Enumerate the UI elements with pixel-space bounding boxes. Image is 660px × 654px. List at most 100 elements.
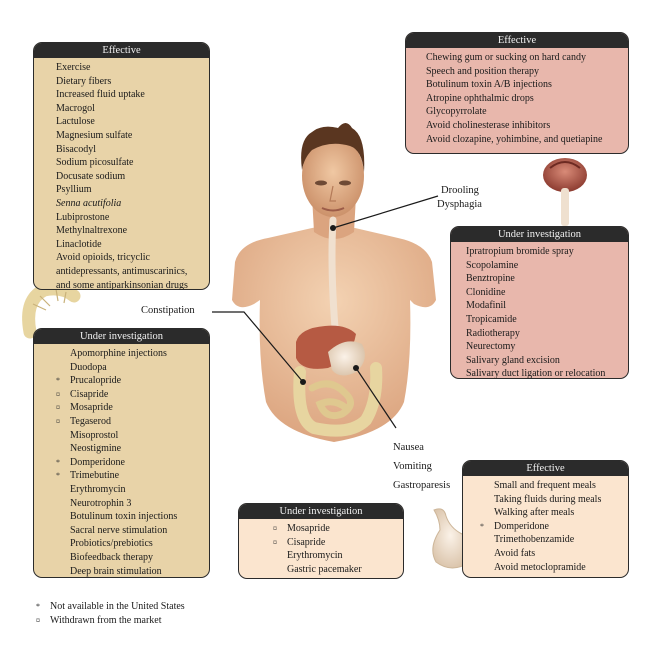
list-item: Sodium picosulfate xyxy=(56,156,209,170)
list-item-text: Benztropine xyxy=(466,273,515,285)
list-item: Speech and position therapy xyxy=(426,65,628,79)
list-item-text: Linaclotide xyxy=(56,238,102,250)
list-item: ¤Mosapride xyxy=(56,401,209,415)
list-item-text: Cisapride xyxy=(287,536,326,548)
list-item-text: Small and frequent meals xyxy=(494,480,596,491)
list-item-text: Neostigmine xyxy=(70,443,122,455)
list-item: Docusate sodium xyxy=(56,170,209,184)
list-item-text: Cisapride xyxy=(70,388,109,400)
legend-not-available-text: Not available in the United States xyxy=(50,601,185,612)
list-item: Dietary fibers xyxy=(56,75,209,89)
list-item-text: Glycopyrrolate xyxy=(426,106,487,118)
list-item: Radiotherapy xyxy=(466,327,628,341)
dysphagia-label: Dysphagia xyxy=(437,199,482,210)
asterisk-marker: * xyxy=(480,521,484,531)
list-item: Avoid cholinesterase inhibitors xyxy=(426,119,628,133)
list-item-text: Apomorphine injections xyxy=(70,348,167,359)
list-item: Psyllium xyxy=(56,183,209,197)
legend-not-available: * Not available in the United States xyxy=(36,601,185,612)
list-item-text: Scopolamine xyxy=(466,259,519,271)
list-item: Neurectomy xyxy=(466,340,628,354)
constipation-investigation-box: Under investigation Apomorphine injectio… xyxy=(33,328,210,578)
list-item: Chewing gum or sucking on hard candy xyxy=(426,51,628,65)
list-item-text: Sacral nerve stimulation xyxy=(70,524,168,536)
head xyxy=(302,135,364,217)
list-item: Glycopyrrolate xyxy=(426,105,628,119)
list-item-text: Probiotics/prebiotics xyxy=(70,538,153,550)
list-item-text: Botulinum toxin injections xyxy=(70,511,178,523)
legend-withdrawn-text: Withdrawn from the market xyxy=(50,615,162,626)
list-item: Tropicamide xyxy=(466,313,628,327)
colon-segment xyxy=(22,282,81,339)
list-item: Avoid opioids, tricyclic xyxy=(56,251,209,265)
drooling-label: Drooling xyxy=(441,185,479,196)
list-item-text: Prucalopride xyxy=(70,375,122,387)
list-item-text: Psyllium xyxy=(56,184,92,196)
withdrawn-marker: ¤ xyxy=(36,616,40,625)
list-item: Lubiprostone xyxy=(56,211,209,225)
list-item-text: Neurectomy xyxy=(466,341,516,353)
list-item-text: Avoid opioids, tricyclic xyxy=(56,252,150,264)
list-item: antidepressants, antimuscarinics, xyxy=(56,265,209,279)
list-item: Scopolamine xyxy=(466,259,628,273)
withdrawn-marker: ¤ xyxy=(56,389,60,399)
list-item-text: Lactulose xyxy=(56,116,95,128)
list-item: Duodopa xyxy=(70,361,209,375)
list-item: Salivary gland excision xyxy=(466,354,628,368)
hair xyxy=(301,123,365,172)
list-item: Methylnaltrexone xyxy=(56,224,209,238)
gastro-effective-header: Effective xyxy=(463,461,628,476)
list-item-text: Increased fluid uptake xyxy=(56,89,145,101)
list-item: ¤ Cisapride xyxy=(56,388,209,402)
list-item-text: Senna acutifolia xyxy=(56,197,122,209)
drooling-connector xyxy=(332,195,439,229)
list-item: Benztropine xyxy=(466,272,628,286)
list-item-text: Avoid clozapine, yohimbine, and quetiapi… xyxy=(426,133,603,145)
list-item: Neostigmine xyxy=(70,442,209,456)
list-item-text: Salivary gland excision xyxy=(466,354,560,366)
list-item-text: Clonidine xyxy=(466,286,506,298)
throat-illustration xyxy=(543,158,587,192)
list-item-text: Trimebutine xyxy=(70,470,120,482)
list-item: Biofeedback therapy xyxy=(70,551,209,565)
list-item-text: Ipratropium bromide spray xyxy=(466,246,574,257)
list-item-text: Modafinil xyxy=(466,300,506,312)
list-item-text: Dietary fibers xyxy=(56,75,112,87)
constipation-investigation-header: Under investigation xyxy=(34,329,209,344)
list-item: Increased fluid uptake xyxy=(56,88,209,102)
list-item: Avoid fats xyxy=(494,547,628,561)
constipation-connector xyxy=(212,311,304,383)
list-item: Magnesium sulfate xyxy=(56,129,209,143)
legend-withdrawn: ¤ Withdrawn from the market xyxy=(36,615,162,626)
drooling-investigation-box: Under investigation Ipratropium bromide … xyxy=(450,226,629,379)
asterisk-marker: * xyxy=(36,602,40,611)
esophagus xyxy=(328,216,340,344)
list-item: Sacral nerve stimulation xyxy=(70,524,209,538)
colon xyxy=(293,362,383,437)
list-item: Trimethobenzamide xyxy=(494,533,628,547)
list-item: Macrogol xyxy=(56,102,209,116)
constipation-effective-header: Effective xyxy=(34,43,209,58)
list-item-text: Salivary duct ligation or relocation xyxy=(466,368,606,379)
constipation-label: Constipation xyxy=(141,305,195,316)
list-item: Walking after meals xyxy=(494,506,628,520)
list-item-text: Radiotherapy xyxy=(466,327,520,339)
list-item-text: Mosapride xyxy=(70,402,113,414)
withdrawn-marker: ¤ xyxy=(273,524,277,533)
list-item-text: Avoid fats xyxy=(494,547,536,559)
gastro-connector xyxy=(355,367,397,429)
list-item: and some antiparkinsonian drugs xyxy=(56,279,209,290)
asterisk-marker: * xyxy=(56,376,60,386)
list-item: ¤Tegaserod xyxy=(56,415,209,429)
gastro-investigation-box: Under investigation ¤Mosapride¤Cisapride… xyxy=(238,503,404,579)
list-item: Clonidine xyxy=(466,286,628,300)
withdrawn-marker: ¤ xyxy=(56,416,60,426)
list-item: Modafinil xyxy=(466,299,628,313)
list-item-text: Mosapride xyxy=(287,523,330,534)
list-item: ¤Cisapride xyxy=(273,536,403,550)
list-item-text: Tropicamide xyxy=(466,313,517,325)
